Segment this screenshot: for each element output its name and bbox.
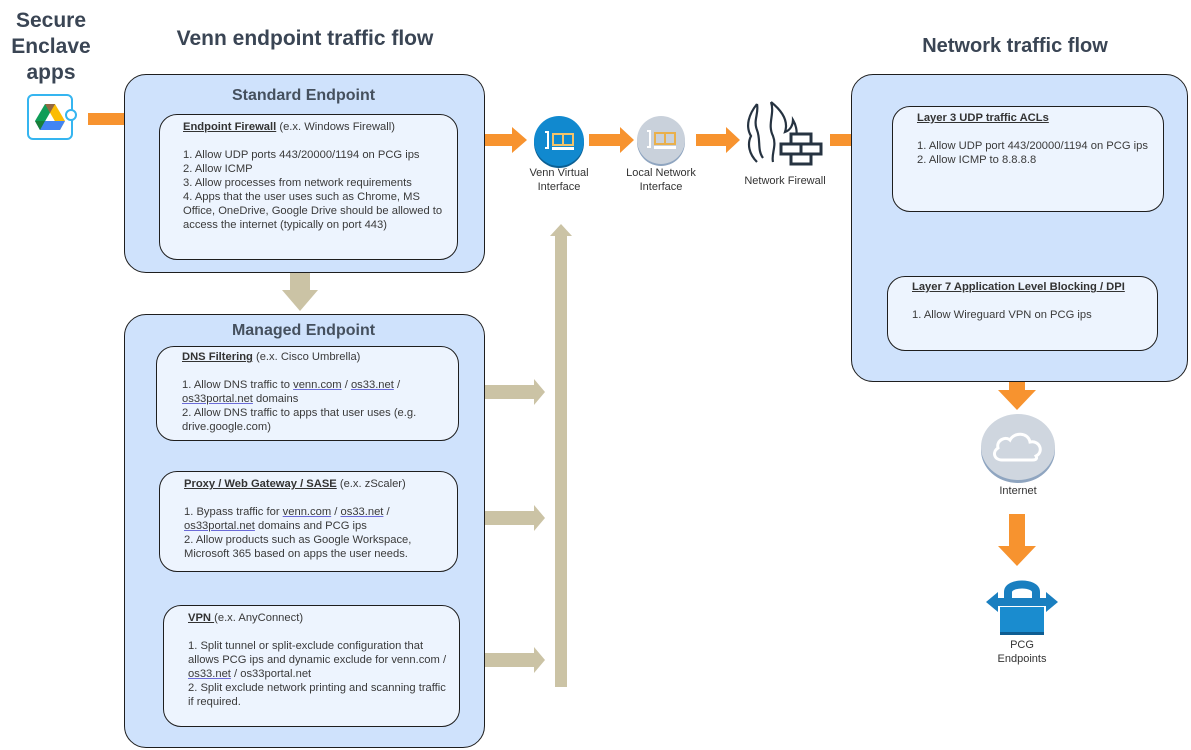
vpn-heading: VPN [188, 612, 215, 624]
endpoint-firewall-example: (e.x. Windows Firewall) [276, 121, 395, 133]
internet-label: Internet [999, 485, 1037, 497]
arrow-local-to-firewall [696, 127, 740, 153]
endpoint-firewall-heading: Endpoint Firewall [183, 121, 277, 133]
local-network-interface-node[interactable] [637, 116, 685, 164]
managed-endpoint-title: Managed Endpoint [231, 322, 376, 339]
layer7-dpi-card: Layer 7 Application Level Blocking / DPI… [887, 276, 1158, 351]
layer3-rule: 1. Allow UDP port 443/20000/1194 on PCG … [917, 140, 1148, 152]
venn-virtual-interface-label: Venn Virtual Interface [529, 167, 589, 193]
arrow-venn-to-local [589, 127, 634, 153]
proxy-heading: Proxy / Web Gateway / SASE [184, 478, 337, 490]
arrow-standard-to-managed [282, 273, 318, 311]
vpn-card: VPN (e.x. AnyConnect) 1. Split tunnel or… [163, 605, 460, 727]
endpoint-firewall-rule: 4. Apps that the user uses such as Chrom… [183, 191, 443, 231]
arrow-bus-to-venn-nic [550, 224, 572, 687]
os33-net-link[interactable]: os33.net [350, 379, 394, 391]
arrow-dns-to-bus [468, 379, 545, 405]
vpn-rule-2: 2. Split exclude network printing and sc… [188, 682, 446, 708]
proxy-example: (e.x. zScaler) [336, 478, 406, 490]
network-firewall-label: Network Firewall [744, 175, 826, 187]
layer3-rule: 2. Allow ICMP to 8.8.8.8 [917, 154, 1037, 166]
firewall-icon[interactable] [743, 100, 823, 166]
pcg-endpoint-icon[interactable] [986, 580, 1058, 636]
google-drive-app-icon[interactable] [27, 94, 77, 140]
layer7-heading: Layer 7 Application Level Blocking / DPI [912, 281, 1125, 293]
layer7-rule: 1. Allow Wireguard VPN on PCG ips [912, 309, 1092, 321]
venn-com-link[interactable]: venn.com [293, 379, 342, 391]
endpoint-firewall-rule: 1. Allow UDP ports 443/20000/1194 on PCG… [183, 149, 420, 161]
venn-virtual-interface-node[interactable] [534, 116, 584, 166]
layer3-acl-card: Layer 3 UDP traffic ACLs 1. Allow UDP po… [892, 106, 1164, 212]
internet-node[interactable] [981, 414, 1055, 480]
endpoint-firewall-rule: 3. Allow processes from network requirem… [183, 177, 412, 189]
proxy-rule-2: 2. Allow products such as Google Workspa… [184, 534, 412, 560]
proxy-rule-1: 1. Bypass traffic for venn.com / os33.ne… [184, 506, 390, 532]
proxy-gateway-card: Proxy / Web Gateway / SASE (e.x. zScaler… [159, 471, 458, 572]
vpn-example: (e.x. AnyConnect) [214, 612, 304, 624]
dns-filtering-card: DNS Filtering (e.x. Cisco Umbrella) 1. A… [156, 346, 459, 441]
arrow-vpn-to-bus [468, 647, 545, 673]
network-card-icon [647, 130, 676, 149]
local-network-interface-label: Local Network Interface [626, 167, 696, 193]
dns-rule-2: 2. Allow DNS traffic to apps that user u… [182, 407, 417, 433]
google-drive-icon [35, 104, 65, 130]
cloud-icon [993, 432, 1042, 462]
network-flow-title: Network traffic flow [922, 35, 1108, 57]
arrow-proxy-to-bus [468, 505, 545, 531]
os33-net-link[interactable]: os33.net [188, 668, 231, 680]
os33portal-net-link[interactable]: os33portal.net [184, 520, 255, 532]
pcg-endpoints-label: PCG Endpoints [997, 639, 1047, 665]
os33-net-link[interactable]: os33.net [340, 506, 384, 518]
network-card-icon [545, 131, 574, 150]
arrow-standard-to-venn-nic [466, 127, 527, 153]
os33portal-net-link[interactable]: os33portal.net [182, 393, 253, 405]
vpn-rule-1: 1. Split tunnel or split-exclude configu… [188, 640, 447, 680]
dns-filtering-heading: DNS Filtering [182, 351, 253, 363]
layer3-heading: Layer 3 UDP traffic ACLs [917, 112, 1049, 124]
secure-enclave-title: Secure Enclave apps [11, 9, 91, 84]
dns-filtering-example: (e.x. Cisco Umbrella) [252, 351, 361, 363]
arrow-internet-to-pcg [998, 514, 1036, 566]
venn-com-link[interactable]: venn.com [282, 506, 332, 518]
dns-rule-1: 1. Allow DNS traffic to venn.com / os33.… [182, 379, 401, 405]
endpoint-firewall-rule: 2. Allow ICMP [183, 163, 253, 175]
endpoint-firewall-card: Endpoint Firewall (e.x. Windows Firewall… [159, 114, 458, 260]
standard-endpoint-title: Standard Endpoint [231, 87, 376, 104]
venn-flow-title: Venn endpoint traffic flow [176, 27, 434, 50]
venn-badge-icon [65, 109, 77, 121]
